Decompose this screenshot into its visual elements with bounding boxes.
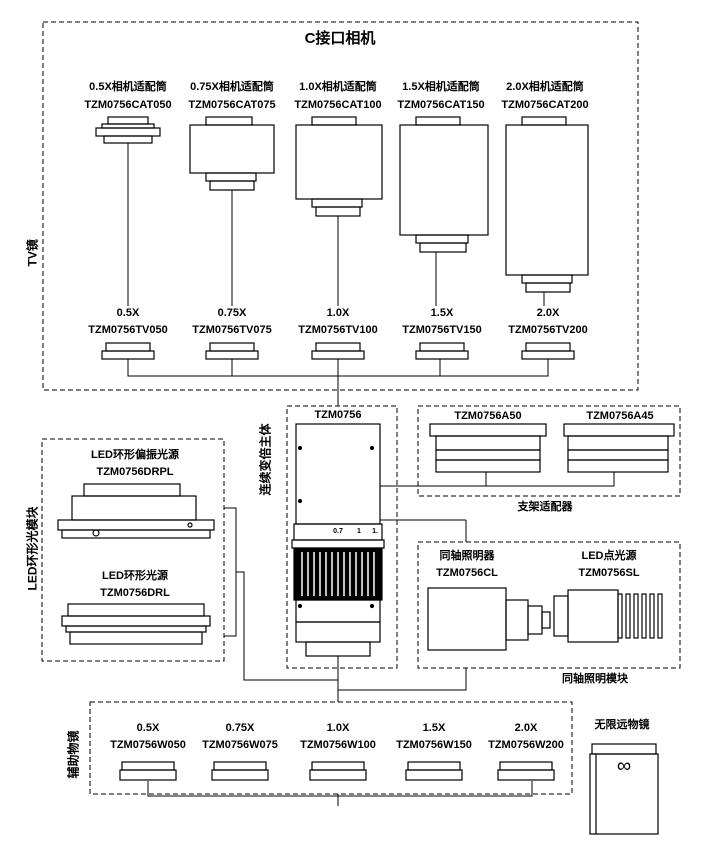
camera-adapter-label: 1.5X相机适配筒	[402, 81, 480, 93]
aux-objective-150	[405, 761, 463, 781]
camera-adapter-code: TZM0756CAT050	[84, 99, 172, 111]
led-module-group-box	[41, 438, 225, 662]
camera-adapter-label: 0.5X相机适配筒	[89, 81, 167, 93]
aux-objective-label: 1.0X	[326, 722, 350, 734]
main-body-code: TZM0756	[314, 409, 362, 421]
tv-lens-100	[311, 342, 365, 360]
led-light-code: TZM0756DRL	[100, 587, 170, 599]
page-title: C接口相机	[304, 30, 376, 47]
stand-adapter-a50	[429, 423, 547, 473]
stand-adapter-group-box	[417, 405, 681, 497]
aux-objective-075	[211, 761, 269, 781]
led-spot-light	[553, 589, 663, 643]
aux-objective-code: TZM0756W200	[488, 739, 564, 751]
aux-objective-code: TZM0756W050	[110, 739, 186, 751]
tv-lens-label: 0.5X	[116, 307, 140, 319]
stand-adapter-code: TZM0756A50	[454, 410, 522, 422]
aux-objective-group-box	[89, 701, 573, 795]
aux-objective-label: 1.5X	[422, 722, 446, 734]
tv-lens-label: 0.75X	[217, 307, 247, 319]
stand-adapter-a45	[563, 423, 675, 473]
zoom-body-group-box	[286, 405, 398, 669]
tv-lens-code: TZM0756TV050	[88, 324, 168, 336]
infinity-objective-label: 无限远物镜	[594, 719, 650, 731]
scale-mark: 1.	[372, 528, 378, 535]
aux-objective-label: 0.5X	[136, 722, 160, 734]
coaxial-code: TZM0756CL	[436, 567, 498, 579]
zoom-knurl	[301, 552, 375, 596]
stand-adapter-code: TZM0756A45	[586, 410, 654, 422]
camera-adapter-200	[505, 116, 589, 293]
tv-lens-075	[205, 342, 259, 360]
infinity-symbol: ∞	[616, 755, 632, 777]
camera-adapter-label: 0.75X相机适配筒	[190, 81, 274, 93]
aux-objective-code: TZM0756W150	[396, 739, 472, 751]
coaxial-module-label: 同轴照明模块	[562, 673, 628, 685]
led-light-label: LED环形偏振光源	[91, 449, 179, 461]
coaxial-code: TZM0756SL	[578, 567, 640, 579]
led-ring-light	[61, 603, 211, 645]
coaxial-illuminator	[427, 587, 551, 651]
tv-lens-150	[415, 342, 469, 360]
camera-group-box	[42, 21, 639, 391]
aux-objective-050	[119, 761, 177, 781]
stand-adapter-connectors	[380, 472, 615, 487]
aux-objective-label: 0.75X	[225, 722, 255, 734]
tv-lens-label: 1.5X	[430, 307, 454, 319]
aux-objective-100	[309, 761, 367, 781]
camera-adapter-075	[189, 116, 275, 191]
tv-lens-code: TZM0756TV150	[402, 324, 482, 336]
led-ring-polarized	[57, 483, 215, 539]
camera-adapter-code: TZM0756CAT075	[188, 99, 276, 111]
coaxial-group-box	[417, 541, 681, 669]
aux-objective-code: TZM0756W100	[300, 739, 376, 751]
scale-mark: 1	[357, 528, 361, 535]
led-module-label: LED环形光模块	[25, 506, 40, 591]
tv-lens-code: TZM0756TV100	[298, 324, 378, 336]
infinity-objective	[589, 743, 659, 835]
led-light-label: LED环形光源	[102, 570, 168, 582]
coaxial-label: LED点光源	[581, 550, 637, 562]
scale-mark: 0.7	[333, 528, 343, 535]
aux-objective-label: 2.0X	[514, 722, 538, 734]
tv-lens-label: 1.0X	[326, 307, 350, 319]
tv-lens-code: TZM0756TV200	[508, 324, 588, 336]
zoom-body-label: 连续变倍主体	[258, 423, 273, 496]
tv-lens-code: TZM0756TV075	[192, 324, 272, 336]
tv-lens-050	[101, 342, 155, 360]
stand-adapter-label: 支架适配器	[517, 501, 573, 513]
led-light-code: TZM0756DRPL	[96, 466, 174, 478]
aux-objective-code: TZM0756W075	[202, 739, 278, 751]
tv-lens-bracket	[127, 359, 549, 406]
led-module-connector	[224, 507, 338, 681]
aux-objective-200	[497, 761, 555, 781]
camera-adapter-label: 1.0X相机适配筒	[299, 81, 377, 93]
camera-adapter-100	[295, 116, 383, 217]
camera-adapter-150	[399, 116, 489, 253]
objective-bracket	[147, 656, 533, 806]
coaxial-connector	[338, 519, 467, 691]
zoom-body	[291, 423, 385, 657]
tv-mirror-label: TV镜	[25, 239, 40, 267]
camera-adapter-code: TZM0756CAT200	[501, 99, 589, 111]
camera-adapter-label: 2.0X相机适配筒	[506, 81, 584, 93]
aux-objective-label: 辅助物镜	[66, 730, 81, 779]
camera-adapter-code: TZM0756CAT150	[397, 99, 485, 111]
camera-adapter-code: TZM0756CAT100	[294, 99, 382, 111]
camera-adapter-050	[95, 116, 161, 144]
camera-adapter-connectors	[127, 143, 545, 306]
tv-lens-label: 2.0X	[536, 307, 560, 319]
coaxial-label: 同轴照明器	[439, 550, 495, 562]
tv-lens-200	[521, 342, 575, 360]
